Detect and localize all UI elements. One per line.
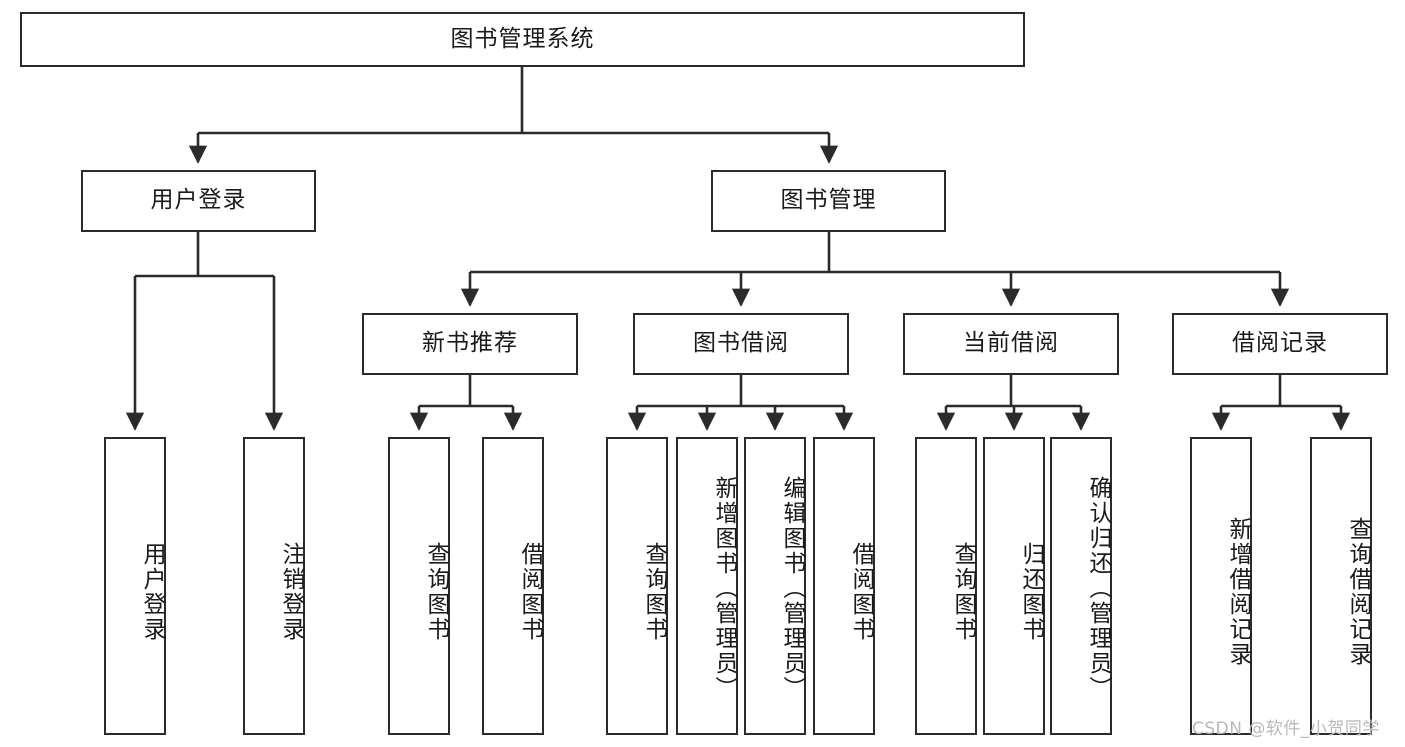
node-leaf-query-book-current[interactable]: 查询图书: [915, 437, 977, 735]
node-label: 图书借阅: [693, 330, 789, 357]
node-leaf-return-book[interactable]: 归还图书: [983, 437, 1045, 735]
node-leaf-user-login[interactable]: 用户登录: [104, 437, 166, 735]
csdn-watermark: CSDN @软件_小贺同学: [1192, 719, 1380, 739]
node-label: 查询图书: [423, 542, 449, 642]
node-leaf-add-borrow-record[interactable]: 新增借阅记录: [1190, 437, 1252, 735]
node-label: 借阅记录: [1232, 330, 1328, 357]
node-label: 注销登录: [278, 542, 304, 642]
node-label: 图书管理: [780, 187, 877, 214]
node-label: 新增图书（管理员）: [711, 475, 737, 701]
node-label: 新增借阅记录: [1225, 517, 1251, 667]
node-label: 查询借阅记录: [1345, 517, 1371, 667]
node-label: 确认归还（管理员）: [1085, 475, 1111, 701]
node-leaf-borrow-book[interactable]: 借阅图书: [813, 437, 875, 735]
node-label: 用户登录: [150, 187, 247, 214]
node-leaf-logout[interactable]: 注销登录: [243, 437, 305, 735]
node-book-borrow[interactable]: 图书借阅: [633, 313, 849, 375]
node-leaf-query-book-recommend[interactable]: 查询图书: [388, 437, 450, 735]
node-label: 归还图书: [1018, 542, 1044, 642]
node-label: 编辑图书（管理员）: [779, 475, 805, 701]
node-leaf-add-book-admin[interactable]: 新增图书（管理员）: [676, 437, 738, 735]
node-leaf-borrow-book-recommend[interactable]: 借阅图书: [482, 437, 544, 735]
node-label: 借阅图书: [517, 542, 543, 642]
node-new-book-recommend[interactable]: 新书推荐: [362, 313, 578, 375]
node-root-system[interactable]: 图书管理系统: [20, 12, 1025, 67]
node-label: 当前借阅: [963, 330, 1059, 357]
node-leaf-query-book-borrow[interactable]: 查询图书: [606, 437, 668, 735]
node-label: 新书推荐: [422, 330, 518, 357]
node-book-management[interactable]: 图书管理: [711, 170, 946, 232]
node-label: 查询图书: [950, 542, 976, 642]
node-borrow-record[interactable]: 借阅记录: [1172, 313, 1388, 375]
node-user-login[interactable]: 用户登录: [81, 170, 316, 232]
node-leaf-query-borrow-record[interactable]: 查询借阅记录: [1310, 437, 1372, 735]
node-current-borrow[interactable]: 当前借阅: [903, 313, 1119, 375]
node-label: 用户登录: [139, 542, 165, 642]
node-label: 查询图书: [641, 542, 667, 642]
node-label: 借阅图书: [848, 542, 874, 642]
node-leaf-edit-book-admin[interactable]: 编辑图书（管理员）: [744, 437, 806, 735]
node-leaf-confirm-return-admin[interactable]: 确认归还（管理员）: [1050, 437, 1112, 735]
node-label: 图书管理系统: [450, 25, 595, 52]
